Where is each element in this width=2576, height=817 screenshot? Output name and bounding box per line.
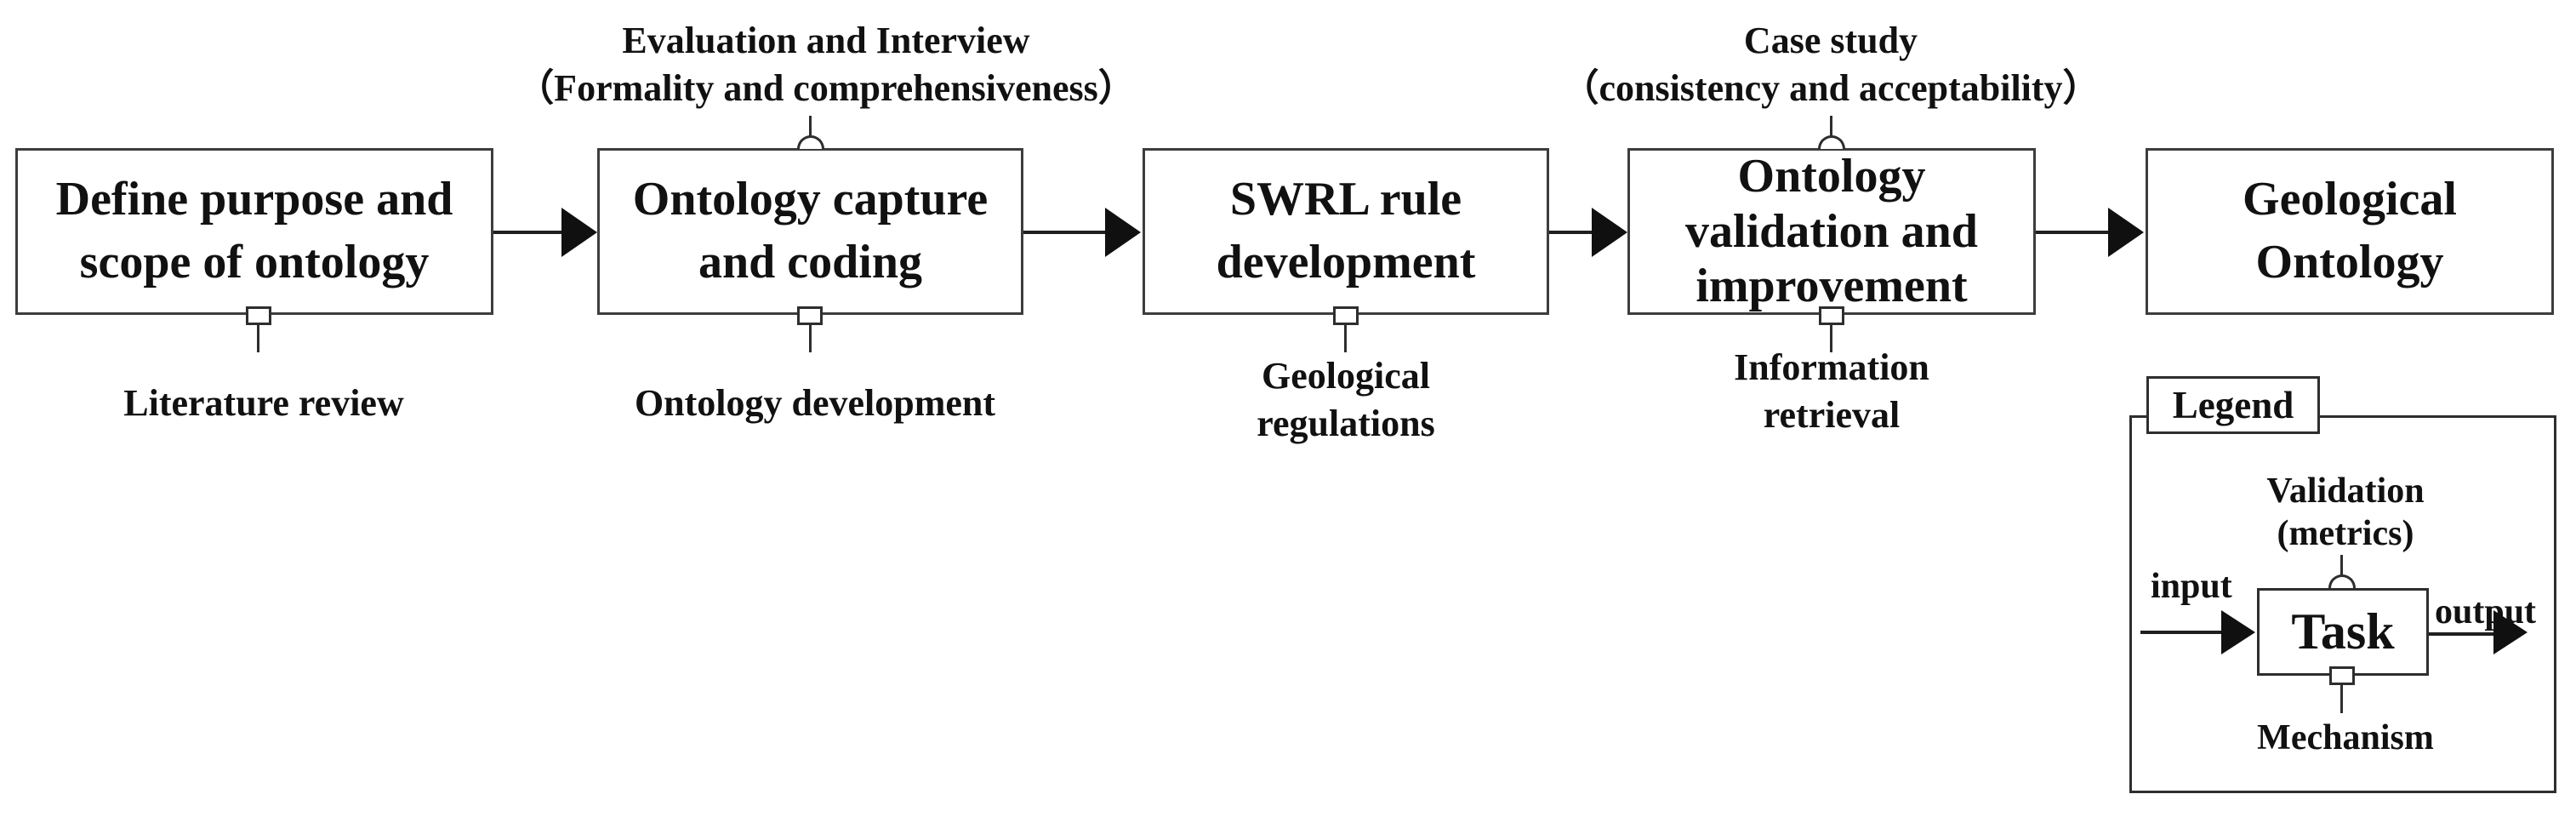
flow-arrowhead-icon-2 bbox=[1105, 208, 1141, 257]
mechanism-label-line: Information bbox=[1734, 346, 1929, 388]
legend-mechanism-connector-line bbox=[2340, 685, 2343, 713]
task-box-text: development bbox=[1216, 236, 1476, 289]
flow-arrowhead-icon-1 bbox=[561, 208, 597, 257]
control-label-line: Case study bbox=[1743, 20, 1918, 61]
legend-mechanism-text: Mechanism bbox=[2257, 718, 2434, 757]
task-box-define-purpose: Define purpose and scope of ontology bbox=[15, 148, 493, 315]
task-box-ontology-capture: Ontology capture and coding bbox=[597, 148, 1023, 315]
flow-arrowhead-icon-4 bbox=[2108, 208, 2144, 257]
mechanism-label-line: Literature review bbox=[123, 382, 404, 424]
mechanism-connector-line bbox=[1830, 325, 1832, 352]
control-connector-line bbox=[809, 116, 812, 138]
task-box-text: Geological bbox=[2243, 173, 2457, 226]
flow-arrow-line-3 bbox=[1549, 231, 1593, 234]
legend-validation-label: Validation (metrics) bbox=[2266, 470, 2424, 555]
legend-title: Legend bbox=[2172, 384, 2294, 426]
mechanism-connector-line bbox=[809, 325, 812, 352]
task-box-text: scope of ontology bbox=[79, 236, 430, 289]
flow-arrowhead-icon-3 bbox=[1592, 208, 1627, 257]
task-box-text: Ontology capture bbox=[632, 173, 989, 226]
control-connector-semicircle-icon bbox=[1818, 135, 1845, 149]
legend-title-tab: Legend bbox=[2146, 376, 2320, 434]
task-box-swrl-rule: SWRL rule development bbox=[1143, 148, 1549, 315]
legend-input-label: input bbox=[2151, 565, 2232, 608]
legend-task-text: Task bbox=[2291, 603, 2395, 660]
flow-arrow-line-4 bbox=[2036, 231, 2110, 234]
mechanism-connector-line bbox=[1344, 325, 1347, 352]
legend-validation-line: Validation bbox=[2266, 471, 2425, 511]
mechanism-label-ontology-development: Ontology development bbox=[635, 380, 995, 427]
mechanism-label-information-retrieval: Information retrieval bbox=[1734, 344, 1929, 439]
control-label-line: （Formality and comprehensiveness） bbox=[516, 67, 1136, 109]
legend-input-text: input bbox=[2151, 567, 2232, 606]
mechanism-label-line: Ontology development bbox=[634, 382, 996, 424]
legend-input-arrowhead-icon bbox=[2221, 610, 2255, 654]
mechanism-label-geological-regulations: Geological regulations bbox=[1257, 352, 1434, 448]
mechanism-connector-square-icon bbox=[1819, 306, 1844, 325]
legend-input-arrow-line bbox=[2140, 631, 2222, 634]
task-box-ontology-validation: Ontology validation and improvement bbox=[1627, 148, 2036, 315]
task-box-text: Ontology bbox=[2255, 236, 2444, 289]
legend-mechanism-square-icon bbox=[2329, 666, 2355, 685]
legend-mechanism-label: Mechanism bbox=[2257, 717, 2434, 759]
control-label-evaluation-interview: Evaluation and Interview （Formality and … bbox=[516, 17, 1136, 112]
legend-task-box: Task bbox=[2257, 588, 2429, 676]
legend-output-arrowhead-icon bbox=[2493, 610, 2528, 654]
mechanism-connector-line bbox=[257, 325, 259, 352]
flow-arrow-line-1 bbox=[493, 231, 563, 234]
mechanism-connector-square-icon bbox=[246, 306, 271, 325]
task-box-text: SWRL rule bbox=[1229, 173, 1462, 226]
control-connector-line bbox=[1830, 116, 1832, 138]
control-label-case-study: Case study （consistency and acceptabilit… bbox=[1561, 17, 2100, 112]
legend-validation-line: (metrics) bbox=[2277, 514, 2414, 553]
task-box-text: and coding bbox=[698, 236, 922, 289]
flow-arrow-line-2 bbox=[1023, 231, 1107, 234]
task-box-geological-ontology: Geological Ontology bbox=[2146, 148, 2554, 315]
mechanism-label-line: Geological bbox=[1262, 355, 1430, 397]
task-box-text: validation and bbox=[1685, 204, 1978, 258]
legend-control-connector-line bbox=[2340, 555, 2343, 575]
mechanism-label-literature-review: Literature review bbox=[123, 380, 403, 427]
task-box-text: improvement bbox=[1695, 260, 1968, 313]
mechanism-connector-square-icon bbox=[797, 306, 823, 325]
legend-output-arrow-line bbox=[2429, 632, 2495, 636]
task-box-text: Define purpose and bbox=[55, 173, 453, 226]
mechanism-label-line: retrieval bbox=[1763, 394, 1901, 436]
control-label-line: （consistency and acceptability） bbox=[1561, 67, 2100, 109]
mechanism-label-line: regulations bbox=[1257, 403, 1435, 444]
control-label-line: Evaluation and Interview bbox=[622, 20, 1030, 61]
control-connector-semicircle-icon bbox=[797, 135, 824, 149]
mechanism-connector-square-icon bbox=[1333, 306, 1359, 325]
task-box-text: Ontology bbox=[1737, 150, 1926, 203]
